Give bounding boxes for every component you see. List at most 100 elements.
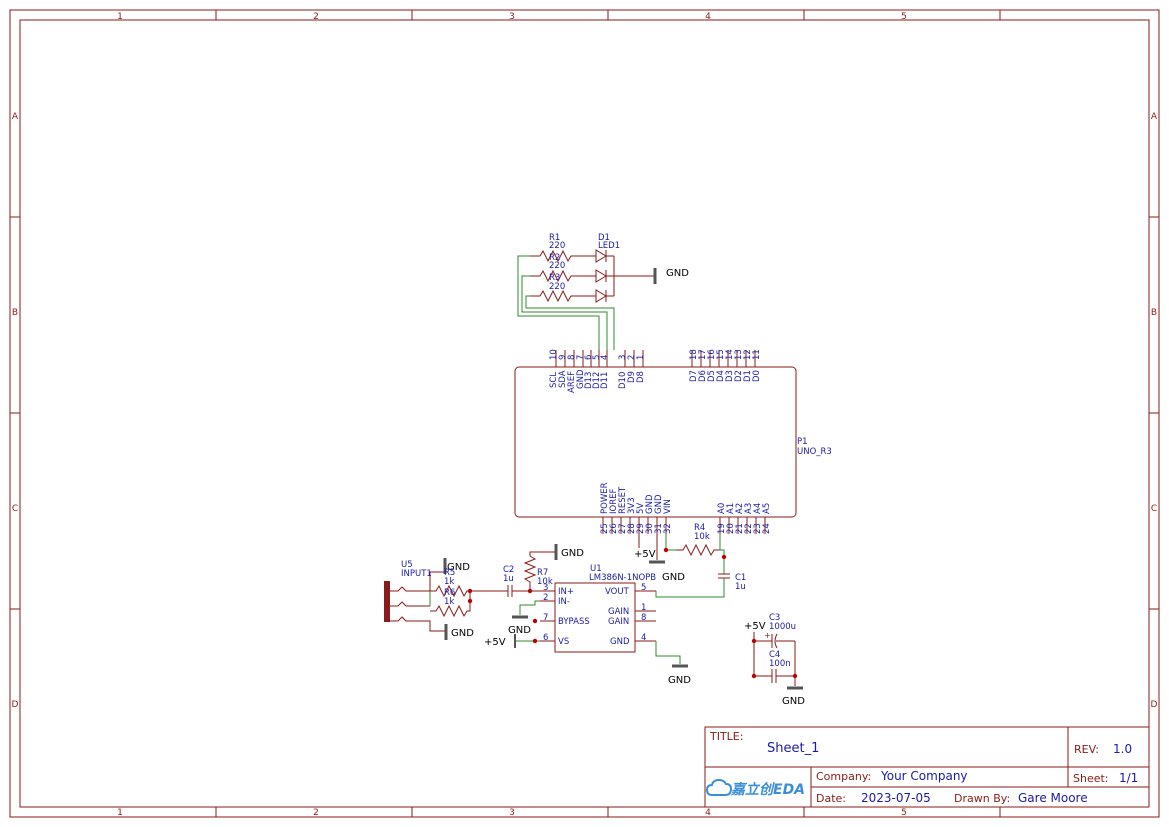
pin-name: A3 — [744, 503, 754, 514]
pin-number: 4 — [600, 355, 610, 360]
col-label-bottom: 3 — [509, 808, 515, 818]
c3-value: 1000u — [769, 622, 796, 632]
r7-resistor: GND R7 10k — [523, 544, 584, 594]
pin-number: 32 — [663, 523, 673, 534]
c1-value: 1u — [735, 582, 746, 592]
rev-label: REV: — [1074, 743, 1099, 756]
p1-bottom-pin-labels: POWER 25 IOREF 26 RESET 27 3V3 28 5V 29 … — [600, 437, 832, 534]
svg-text:GND: GND — [561, 548, 584, 559]
pin-name: A0 — [717, 503, 727, 514]
led-resistor-network — [517, 249, 655, 350]
pin-name: POWER — [600, 482, 610, 514]
c1-ref: C1 — [735, 573, 746, 583]
pin-name: D8 — [636, 371, 646, 383]
company-label: Company: — [816, 770, 871, 783]
pin-name: GND — [645, 494, 655, 514]
pin-number: 29 — [636, 523, 646, 534]
input-network: C2 1u GND GND U5 INPUT1 R5 1k R6 1k — [384, 558, 540, 640]
pin-number: 13 — [734, 349, 744, 360]
pin-name: D4 — [716, 370, 726, 382]
pin-number: 19 — [717, 523, 727, 534]
pin-name: D0 — [752, 370, 762, 382]
pin-name: D1 — [743, 370, 753, 382]
svg-text:GND: GND — [662, 572, 685, 583]
u1-ref: U1 — [590, 564, 602, 574]
led-d3-symbol — [582, 289, 614, 303]
title-block-text: TITLE: Sheet_1 REV: 1.0 Company: Your Co… — [709, 730, 1138, 805]
pin-number: 30 — [645, 523, 655, 534]
pin-name: D12 — [592, 372, 602, 389]
col-label-bottom: 1 — [117, 808, 123, 818]
svg-text:GND: GND — [666, 268, 689, 279]
sheet-label: Sheet: — [1073, 772, 1109, 785]
gnd-symbol-leds: GND — [653, 268, 689, 284]
pin-number: 10 — [549, 349, 559, 360]
svg-text:GND: GND — [451, 628, 474, 639]
col-label-bottom: 5 — [901, 808, 907, 818]
pin-name: VS — [558, 637, 569, 647]
pin-name: SCL — [549, 372, 559, 388]
drawn-value: Gare Moore — [1018, 791, 1088, 805]
p1-ref: P1 — [797, 437, 808, 447]
sheet-title: Sheet_1 — [767, 741, 819, 756]
r4-value: 10k — [694, 532, 710, 542]
pin-name: D5 — [707, 370, 717, 382]
pin-number: 6 — [584, 355, 594, 360]
pin-number: 27 — [618, 523, 628, 534]
pin-number: 22 — [744, 523, 754, 534]
svg-text:+5V: +5V — [634, 549, 656, 560]
svg-text:GND: GND — [447, 562, 470, 573]
pin-number: 15 — [716, 349, 726, 360]
pin-number: 23 — [753, 523, 763, 534]
pin-number: 12 — [743, 349, 753, 360]
pin-name: D13 — [584, 372, 594, 389]
r3-ref: R3 — [549, 273, 560, 283]
svg-text:+: + — [764, 631, 771, 640]
c4-value: 100n — [769, 659, 791, 669]
p1-top-pin-stubs — [555, 350, 756, 367]
led-labels: R1 220 R2 220 R3 220 D1 LED1 — [549, 233, 620, 292]
sheet-frame — [9, 9, 1160, 818]
pin-name: AREF — [567, 371, 577, 393]
pin-number: 31 — [654, 523, 664, 534]
resistor-r6 — [430, 591, 471, 618]
pin-name: D11 — [600, 372, 610, 389]
pin-number: 16 — [707, 349, 717, 360]
pin-number: 20 — [726, 523, 736, 534]
row-label-left: C — [12, 504, 18, 514]
pin-name: D2 — [734, 370, 744, 382]
pin-number: 18 — [689, 349, 699, 360]
rev-value: 1.0 — [1113, 742, 1132, 756]
pin-number: 8 — [641, 613, 646, 623]
svg-text:GND: GND — [782, 696, 805, 707]
r4-ref: R4 — [694, 523, 705, 533]
resistor-r5 — [430, 584, 470, 598]
col-label-top: 5 — [901, 12, 907, 22]
row-label-right: C — [1151, 504, 1157, 514]
pin-name: GND — [610, 637, 630, 647]
p1-top-pin-labels: 10 SCL 9 SDA 8 AREF 7 GND 6 D13 5 D12 4 … — [549, 349, 762, 393]
resistor-r1 — [530, 249, 582, 263]
date-label: Date: — [816, 792, 846, 805]
d1-value: LED1 — [598, 241, 620, 251]
pin-number: 5 — [641, 583, 646, 593]
pin-name: IOREF — [609, 489, 619, 514]
pin-name: D9 — [627, 371, 637, 383]
pin-number: 7 — [576, 355, 586, 360]
easyeda-logo: 嘉立创EDA — [705, 778, 805, 798]
resistor-r3 — [530, 289, 582, 303]
d1-ref: D1 — [598, 233, 610, 243]
pin-name: VOUT — [605, 587, 630, 597]
col-label-top: 3 — [509, 12, 515, 22]
r6-ref: R6 — [444, 588, 455, 598]
col-label-bottom: 4 — [705, 808, 711, 818]
col-label-top: 4 — [705, 12, 711, 22]
pin-name: GAIN — [608, 617, 629, 627]
lm386-labels: U1 LM386N-1NOPB IN+ 3 IN- 2 BYPASS 7 VS … — [543, 564, 656, 647]
row-label-left: A — [12, 112, 19, 122]
pin-name: RESET — [618, 486, 628, 514]
pin-name: D7 — [689, 370, 699, 382]
r7-ref: R7 — [537, 568, 548, 578]
arduino-p1 — [514, 350, 797, 534]
pin-number: 2 — [543, 593, 548, 603]
